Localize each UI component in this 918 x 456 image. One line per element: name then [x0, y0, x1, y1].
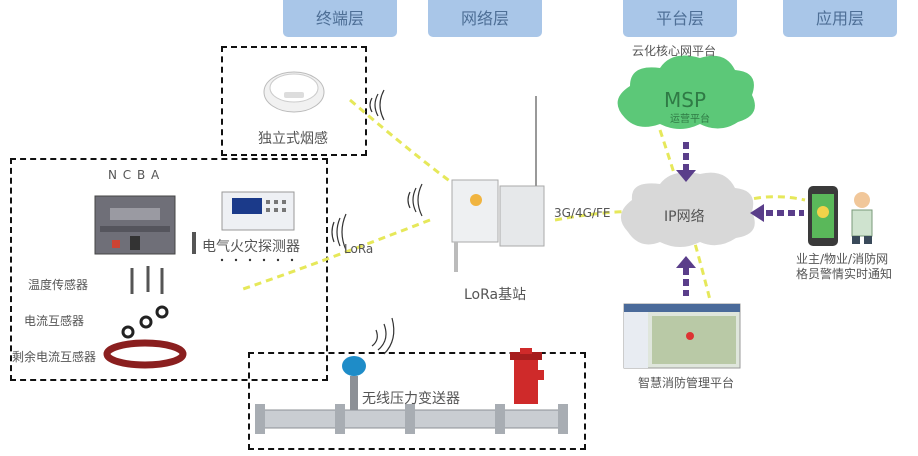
- layer-tab-platform: 平台层: [623, 0, 737, 37]
- msp-subtitle: 运营平台: [670, 114, 710, 125]
- residual-transformer-icon: [103, 339, 187, 369]
- link-label: 3G/4G/FE: [554, 206, 611, 220]
- layer-tab-terminal: 终端层: [283, 0, 397, 37]
- current-transformer-icons: [121, 305, 169, 339]
- pressure-transmitter-icon: [342, 356, 366, 410]
- ip-cloud-shape: [620, 172, 755, 247]
- fire-mgmt-platform-label: 智慧消防管理平台: [638, 376, 735, 390]
- current-transformer-label: 电流互感器: [24, 314, 85, 328]
- smoke-detector-label: 独立式烟感: [258, 131, 328, 147]
- lora-label: LoRa: [344, 242, 374, 256]
- smoke-detector-box: [221, 46, 367, 156]
- msp-cloud-shape: [617, 55, 755, 129]
- lora-signal-icon: [331, 213, 347, 251]
- notify-line-2: 格员警情实时通知: [796, 267, 893, 281]
- person-icon: [851, 192, 873, 244]
- cloud-core-platform-label: 云化核心网平台: [632, 44, 717, 58]
- breaker-icon: [94, 195, 176, 255]
- purple-arrows: [676, 142, 804, 296]
- residual-transformer-label: 剩余电流互感器: [12, 350, 97, 364]
- fire-hydrant-icon: [510, 348, 544, 404]
- management-platform-screen: [623, 303, 741, 369]
- pressure-box: [248, 352, 586, 450]
- smoke-signal-icon: [369, 89, 385, 121]
- lora-base-station-icon: [451, 96, 545, 272]
- electric-fire-detector-icon: [192, 191, 295, 254]
- notify-line-1: 业主/物业/消防网: [796, 252, 889, 266]
- smoke-detector-icon: [263, 71, 325, 113]
- layer-tab-network: 网络层: [428, 0, 542, 37]
- temp-sensor-icons: [130, 266, 164, 294]
- ip-network-label: IP网络: [664, 209, 705, 225]
- breaker-phases-label: N C B A: [108, 168, 161, 182]
- temp-sensor-label: 温度传感器: [28, 278, 89, 292]
- layer-tab-application: 应用层: [783, 0, 897, 37]
- msp-title: MSP: [664, 88, 707, 112]
- detector-dots: [220, 258, 294, 262]
- pressure-transmitter-label: 无线压力变送器: [362, 391, 460, 407]
- transmitter-signal-icon: [371, 317, 395, 355]
- phone-icon: [808, 186, 838, 246]
- electrical-box: [10, 158, 328, 381]
- base-station-signal-icon: [407, 183, 423, 217]
- lora-base-station-label: LoRa基站: [464, 287, 527, 303]
- electric-fire-detector-label: 电气火灾探测器: [202, 239, 300, 255]
- pipeline-icon: [255, 404, 568, 434]
